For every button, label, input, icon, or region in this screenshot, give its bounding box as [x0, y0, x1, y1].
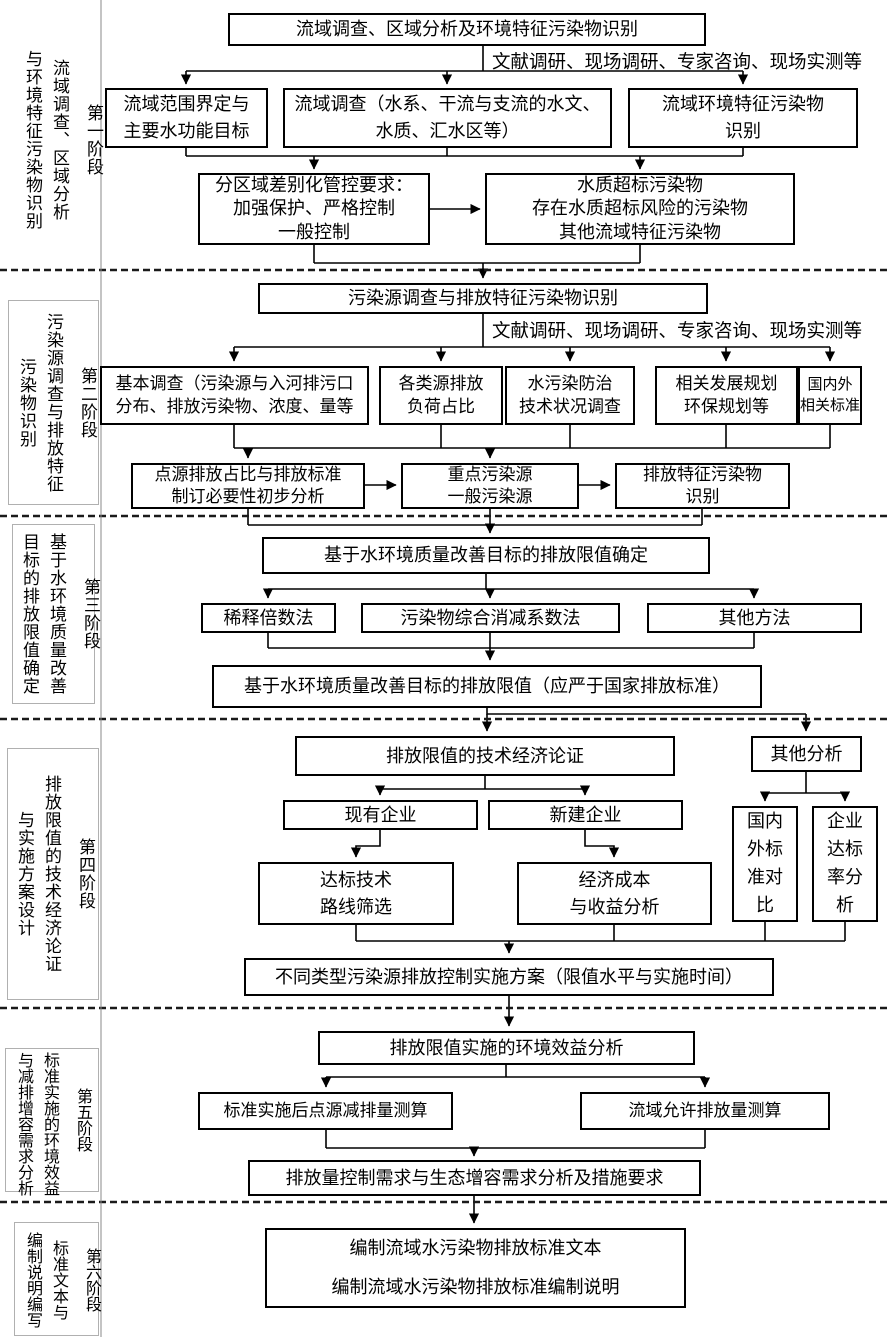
- node-implementation-scheme: 不同类型污染源排放控制实施方案（限值水平与实施时间）: [244, 958, 774, 996]
- stage2-title-col2: 污染物识别: [17, 357, 36, 448]
- node-basic-survey: 基本调查（污染源与入河排污口 分布、排放污染物、浓度、量等: [100, 366, 369, 425]
- stage1-phase: 第一阶段: [84, 104, 103, 176]
- node-other-methods: 其他方法: [647, 603, 862, 633]
- stage1-methods-note: 文献调研、现场调研、专家咨询、现场实测等: [492, 53, 863, 73]
- node-compliance-rate-analysis: 企业 达标 率分 析: [812, 806, 878, 922]
- stage5-phase: 第五阶段: [74, 1088, 91, 1152]
- stage4-title-col1: 排放限值的技术经济论证: [42, 775, 61, 973]
- stage5-title-col1: 标准实施的环境效益: [41, 1052, 58, 1196]
- node-dilution-method: 稀释倍数法: [201, 603, 336, 633]
- node-point-source-analysis: 点源排放占比与排放标准 制订必要性初步分析: [131, 463, 365, 509]
- stage6-title-col1: 标准文本与: [50, 1240, 67, 1320]
- node-source-load-share: 各类源排放 负荷占比: [379, 366, 503, 425]
- node-watershed-pollutant-id: 流域环境特征污染物 识别: [628, 88, 858, 148]
- node-key-sources: 重点污染源 一般污染源: [401, 463, 579, 509]
- stage6-phase: 第六阶段: [83, 1248, 100, 1312]
- stage5-label-frame: [5, 1048, 99, 1192]
- node-cost-benefit-analysis: 经济成本 与收益分析: [517, 862, 712, 925]
- stage3-phase: 第三阶段: [81, 578, 100, 650]
- stage2-title-col1: 污染源调查与排放特征: [44, 312, 63, 493]
- node-watershed-survey-main: 流域调查、区域分析及环境特征污染物识别: [228, 13, 706, 46]
- stage6-label: 第六阶段 标准文本与 编制说明编写: [18, 1228, 105, 1332]
- stage2-methods-note: 文献调研、现场调研、专家咨询、现场实测等: [492, 322, 863, 342]
- node-tech-economic-justification: 排放限值的技术经济论证: [295, 736, 675, 776]
- stage1-title-col1: 流域调查、区域分析: [50, 59, 69, 221]
- node-reduction-coefficient-method: 污染物综合消减系数法: [361, 603, 620, 633]
- node-treatment-tech-status: 水污染防治 技术状况调查: [505, 366, 635, 425]
- node-compliance-tech-route: 达标技术 路线筛选: [258, 862, 454, 925]
- node-source-survey-main: 污染源调查与排放特征污染物识别: [258, 283, 708, 314]
- node-existing-enterprises: 现有企业: [283, 800, 478, 830]
- stage4-label: 第四阶段 排放限值的技术经济论证 与实施方案设计: [10, 754, 100, 994]
- node-quality-based-limit: 基于水环境质量改善目标的排放限值（应严于国家排放标准）: [212, 665, 762, 708]
- stage2-phase: 第二阶段: [78, 366, 97, 439]
- node-watershed-survey-detail: 流域调查（水系、干流与支流的水文、 水质、汇水区等）: [283, 88, 612, 148]
- stage6-title-col2: 编制说明编写: [24, 1232, 41, 1328]
- stage5-title-col2: 与减排增容需求分析: [15, 1052, 32, 1196]
- node-environmental-benefit-analysis: 排放限值实施的环境效益分析: [318, 1031, 695, 1065]
- node-zoning-control: 分区域差别化管控要求： 加强保护、严格控制 一般控制: [198, 173, 430, 245]
- node-emission-pollutant-id: 排放特征污染物 识别: [615, 463, 790, 509]
- stage4-label-frame: [7, 748, 99, 1000]
- node-new-enterprises: 新建企业: [488, 800, 683, 830]
- node-limit-determination-main: 基于水环境质量改善目标的排放限值确定: [262, 537, 710, 574]
- stage-separators: [0, 268, 888, 1204]
- node-watershed-scope: 流域范围界定与 主要水功能目标: [105, 88, 268, 148]
- stage2-label-frame: [8, 300, 99, 505]
- node-point-source-reduction-estimate: 标准实施后点源减排量测算: [198, 1092, 453, 1130]
- stage1-title-col2: 与环境特征污染物识别: [23, 50, 42, 230]
- stage2-label: 第二阶段 污染源调查与排放特征 污染物识别: [12, 306, 102, 499]
- stage6-label-frame: [14, 1222, 99, 1336]
- node-other-analysis: 其他分析: [751, 736, 862, 772]
- stage1-label: 第一阶段 流域调查、区域分析 与环境特征污染物识别: [18, 25, 108, 255]
- stage3-title-col2: 目标的排放限值确定: [20, 533, 39, 695]
- stage3-label-frame: [12, 524, 95, 704]
- node-standard-document-compilation: 编制流域水污染物排放标准文本 编制流域水污染物排放标准编制说明: [265, 1228, 686, 1308]
- stage3-label: 第三阶段 基于水环境质量改善 目标的排放限值确定: [15, 529, 105, 699]
- node-domestic-foreign-standards: 国内外 相关标准: [798, 366, 862, 425]
- node-standard-comparison: 国内 外标 准对 比: [732, 806, 798, 922]
- stage3-title-col1: 基于水环境质量改善: [47, 533, 66, 695]
- stage4-phase: 第四阶段: [76, 838, 95, 910]
- node-allowable-discharge-estimate: 流域允许排放量测算: [580, 1092, 830, 1130]
- node-development-plans: 相关发展规划 环保规划等: [655, 366, 798, 425]
- node-exceedance-pollutants: 水质超标污染物 存在水质超标风险的污染物 其他流域特征污染物: [485, 173, 795, 245]
- stage5-label: 第五阶段 标准实施的环境效益 与减排增容需求分析: [9, 1052, 96, 1196]
- node-control-demand-analysis: 排放量控制需求与生态增容需求分析及措施要求: [248, 1160, 701, 1196]
- stage4-title-col2: 与实施方案设计: [15, 811, 34, 937]
